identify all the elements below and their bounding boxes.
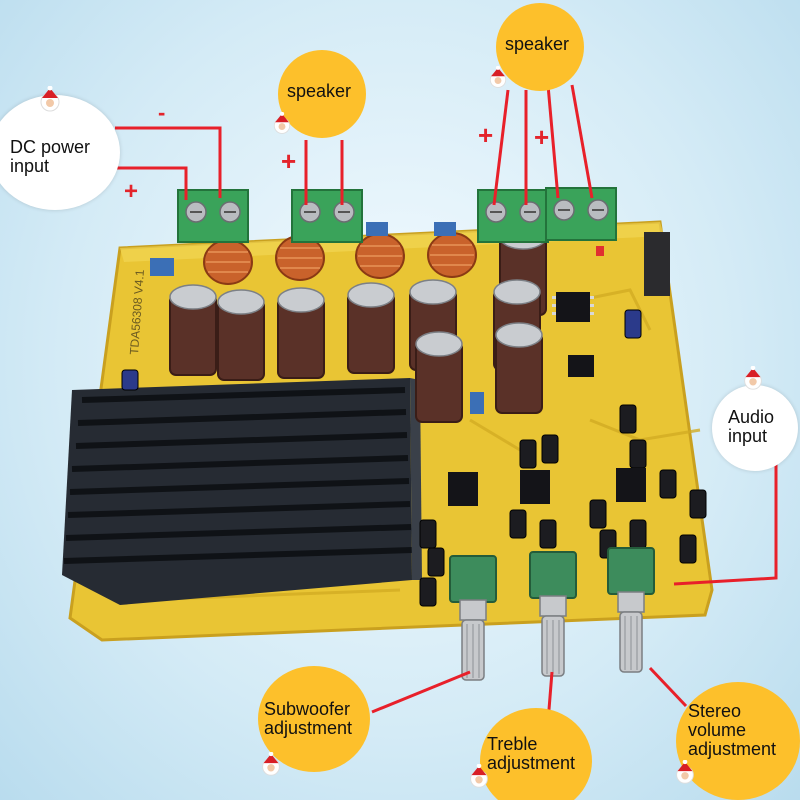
santa-icon <box>470 764 488 788</box>
audio-input-bubble <box>712 385 798 471</box>
small-capacitors <box>121 309 707 607</box>
callout-lines <box>105 84 778 723</box>
dc-minus-sign: - <box>158 100 166 125</box>
screw-terminals <box>177 187 617 243</box>
film-capacitors <box>150 222 484 414</box>
audio-input-text: Audio input <box>728 407 775 446</box>
treble-label: Treble adjustment <box>487 735 587 773</box>
stereo-volume-text: Stereo volume adjustment <box>688 701 777 759</box>
dc-plus-sign: + <box>124 178 139 205</box>
santa-icon <box>40 86 60 112</box>
dc-power-text: DC power input <box>10 137 91 176</box>
board-model-text: TDA56308 V4.1 <box>127 269 147 355</box>
right-speaker-plus-sign-1: + <box>478 120 494 150</box>
subwoofer-label: Subwoofer adjustment <box>264 700 368 738</box>
speaker-left-bubble <box>278 50 366 138</box>
right-speaker-plus-sign-2: + <box>534 122 550 152</box>
left-speaker-plus-sign: + <box>281 146 297 176</box>
subwoofer-bubble <box>258 666 370 772</box>
santa-icon <box>744 366 762 390</box>
treble-text: Treble adjustment <box>487 734 576 773</box>
stereo-volume-label: Stereo volume adjustment <box>688 702 786 759</box>
heatsink <box>62 378 422 605</box>
santa-icon <box>273 112 291 134</box>
dc-power-label: DC power input <box>10 138 110 176</box>
voltage-regulator <box>644 232 670 296</box>
potentiometers <box>449 547 655 681</box>
santa-icon <box>489 66 507 88</box>
speaker-right-label: speaker <box>505 34 570 54</box>
santa-icon <box>262 752 280 776</box>
santa-icon <box>676 760 694 784</box>
stereo-volume-bubble <box>676 682 800 800</box>
ic-chips <box>448 292 646 506</box>
speaker-right-bubble <box>496 3 584 91</box>
audio-input-label: Audio input <box>728 408 784 446</box>
dc-power-bubble <box>0 95 120 210</box>
led <box>596 246 604 256</box>
treble-bubble <box>480 708 592 800</box>
subwoofer-text: Subwoofer adjustment <box>264 699 353 738</box>
speaker-left-label: speaker <box>287 81 352 101</box>
